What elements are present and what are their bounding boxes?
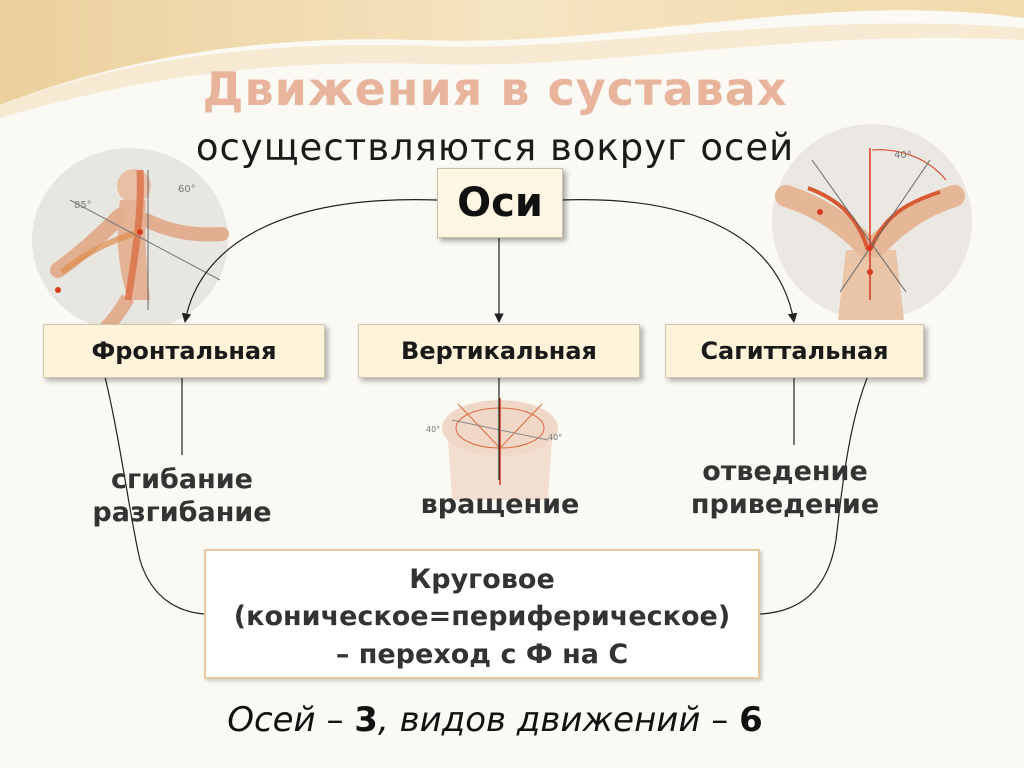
footer-axes-count: 3 xyxy=(354,700,378,740)
center-angle-label-2: 40° xyxy=(548,433,562,442)
sagittal-axis-illustration: 40° xyxy=(772,124,972,320)
left-angle-label-1: 85° xyxy=(74,200,92,211)
sagittal-movements: отведение приведение xyxy=(650,456,920,522)
frontal-movements: сгибание разгибание xyxy=(52,464,312,530)
summary-footer: Осей – 3, видов движений – 6 xyxy=(0,700,990,740)
footer-movements-text: , видов движений xyxy=(377,700,701,740)
vertical-axis-illustration: 40° 40° xyxy=(426,398,562,500)
circular-line-1: Круговое xyxy=(409,564,555,595)
axes-root-box: Оси xyxy=(437,168,563,238)
slide-subtitle: осуществляются вокруг осей xyxy=(195,126,795,169)
left-angle-label-2: 60° xyxy=(178,184,196,195)
footer-dash-2: – xyxy=(700,700,740,740)
vertical-movements: вращение xyxy=(380,489,620,522)
circular-line-2: (коническое=периферическое) xyxy=(233,601,731,633)
sagittal-axis-box: Сагиттальная xyxy=(665,324,924,378)
movement-abduction: отведение xyxy=(702,456,868,487)
frontal-axis-box: Фронтальная xyxy=(43,324,325,378)
circular-movement-box: Круговое (коническое=периферическое) – п… xyxy=(204,549,760,679)
movement-rotation: вращение xyxy=(420,489,580,520)
footer-movements-count: 6 xyxy=(739,700,763,740)
circular-line-3: – переход с Ф на С xyxy=(335,638,629,670)
right-angle-label: 40° xyxy=(894,150,912,161)
center-angle-label-1: 40° xyxy=(426,425,440,434)
frontal-axis-illustration: 85° 60° xyxy=(32,148,229,335)
slide-title: Движения в суставах xyxy=(202,62,788,116)
footer-axes-text: Осей xyxy=(227,700,316,740)
movement-flexion: сгибание xyxy=(111,464,253,495)
vertical-axis-box: Вертикальная xyxy=(358,324,640,378)
footer-dash-1: – xyxy=(315,700,355,740)
movement-extension: разгибание xyxy=(92,496,272,528)
movement-adduction: приведение xyxy=(690,488,880,520)
